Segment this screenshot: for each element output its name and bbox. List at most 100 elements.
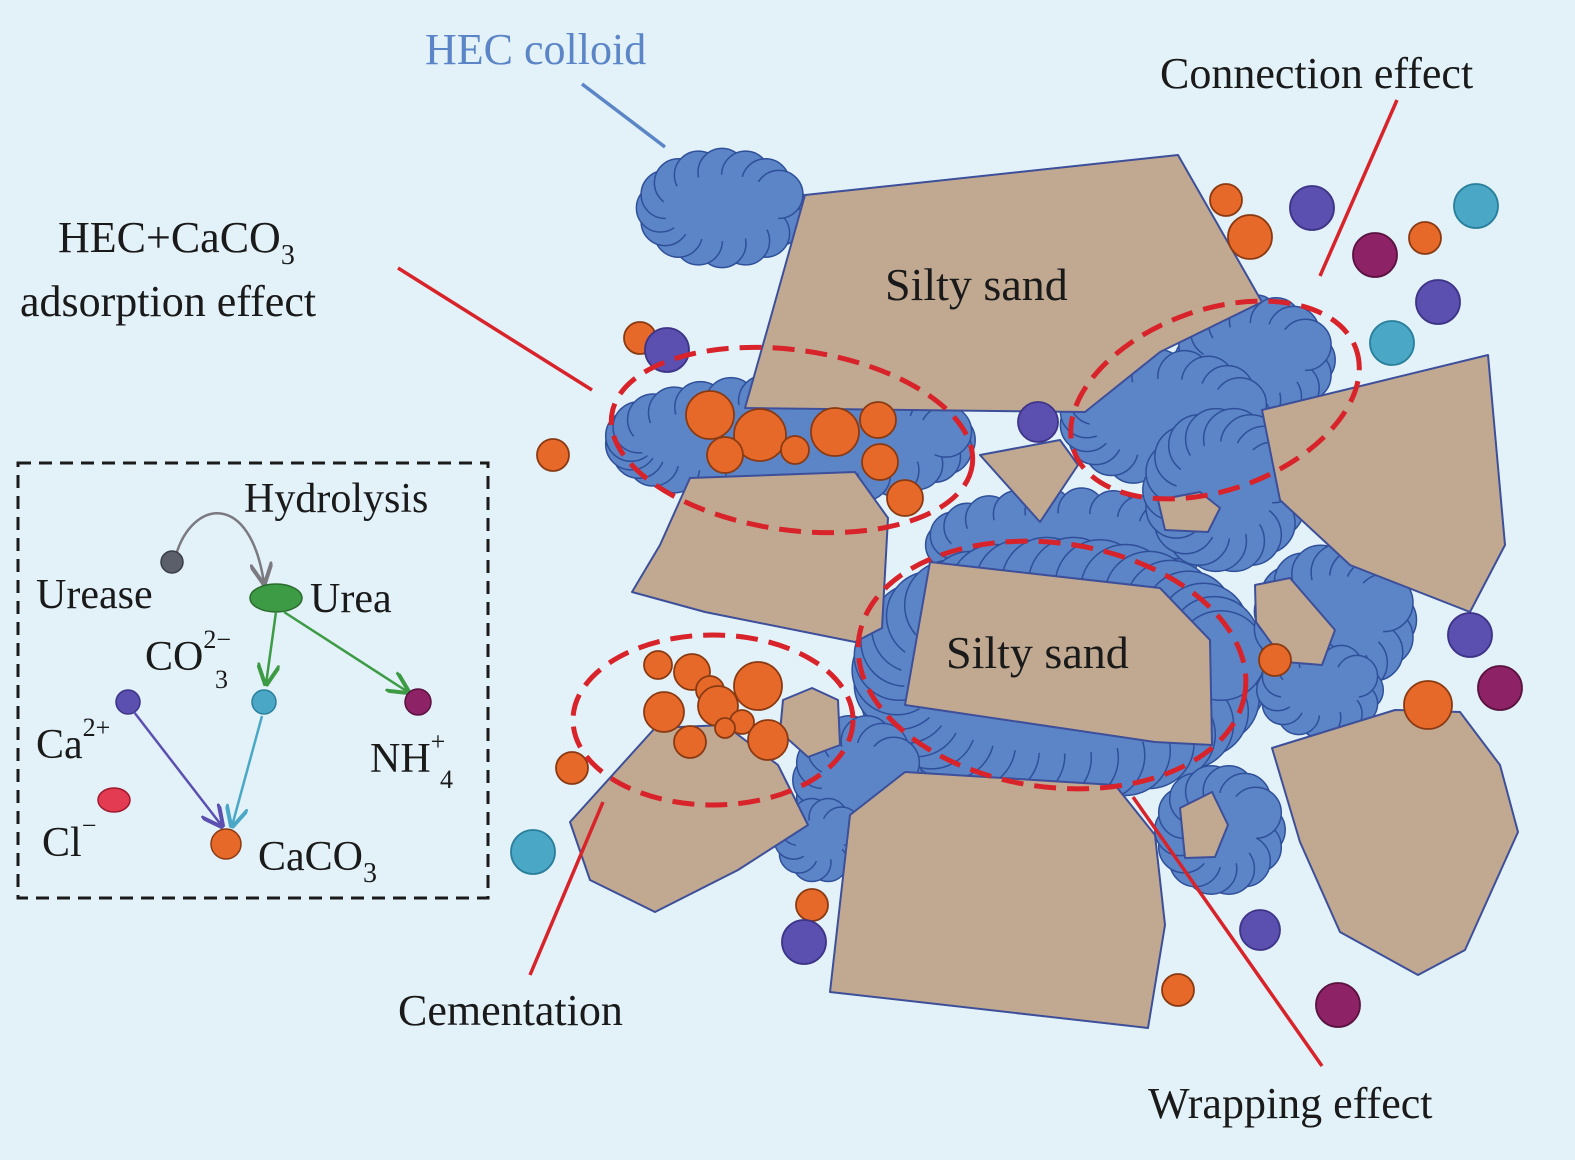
- caco3-particle: [706, 436, 744, 474]
- ammonium-particle: [1315, 982, 1361, 1028]
- caco3-particle: [1209, 183, 1243, 217]
- caco3-particle: [643, 691, 685, 733]
- sand-grain: [744, 154, 1263, 413]
- caco3-particle: [714, 717, 736, 739]
- calcium-particle: [1017, 401, 1059, 443]
- sand-grain: [829, 771, 1166, 1029]
- calcium-sup: 2+: [83, 713, 111, 742]
- connection-highlight: [1068, 298, 1362, 502]
- hec-core: [1279, 664, 1361, 716]
- caco3-label: CaCO3: [258, 834, 377, 889]
- ammonium-dot: [404, 688, 432, 716]
- caco3-particle: [733, 408, 787, 462]
- sand-grain: [1179, 791, 1229, 859]
- caco3-particle: [685, 390, 735, 440]
- adsorption-highlight: [608, 344, 976, 536]
- ion-particles: [510, 183, 1523, 1028]
- hec-core: [662, 174, 782, 242]
- hec-core: [795, 818, 845, 862]
- wrapping-highlight: [855, 538, 1249, 792]
- adsorption-label-line1: HEC+CaCO3: [58, 213, 295, 271]
- caco3-particle: [1258, 643, 1292, 677]
- caco3-particle: [1227, 214, 1273, 260]
- caco3-dot: [210, 828, 242, 860]
- calcium-base: Ca: [36, 722, 83, 768]
- urease-label: Urease: [36, 572, 153, 618]
- caco3-particle: [861, 443, 899, 481]
- caco3-sub: 3: [363, 858, 377, 889]
- caco3-particle: [795, 888, 829, 922]
- ammonium-sup: +: [431, 727, 446, 756]
- hec-colloid-pointer: [580, 82, 667, 149]
- chloride-base: Cl: [42, 820, 82, 866]
- chloride-dot: [97, 787, 131, 813]
- hec-colloid: [635, 147, 809, 269]
- sand-grain: [1261, 354, 1506, 613]
- adsorption-label-base: HEC+CaCO: [58, 213, 281, 262]
- hydrolysis-label: Hydrolysis: [244, 476, 428, 522]
- calcium-particle: [1447, 612, 1493, 658]
- carbonate-base: CO: [145, 634, 203, 680]
- hydrolysis-arrow: [174, 512, 264, 583]
- wrapping-callout-line: [1131, 795, 1324, 1068]
- ammonium-particle: [1477, 665, 1523, 711]
- carbonate-to-caco3-arrow: [232, 715, 264, 826]
- sand-grain: [904, 561, 1213, 746]
- caco3-particle: [780, 435, 810, 465]
- carbonate-sup: 2−: [203, 625, 231, 654]
- caco3-particle: [536, 438, 570, 472]
- calcium-particle: [781, 919, 827, 965]
- ammonium-particle: [1352, 232, 1398, 278]
- silty-sand-middle-label: Silty sand: [946, 627, 1129, 678]
- callout-lines: [397, 99, 1399, 1068]
- urea-dot: [249, 583, 303, 613]
- chloride-sup: −: [82, 811, 97, 840]
- calcium-particle: [1415, 279, 1461, 325]
- carbonate-particle: [510, 829, 556, 875]
- connection-callout-line: [1318, 99, 1399, 277]
- sand-grain: [1157, 491, 1221, 533]
- caco3-base: CaCO: [258, 834, 363, 880]
- sand-grain: [979, 439, 1079, 523]
- caco3-particle: [643, 650, 673, 680]
- adsorption-label-line2: adsorption effect: [20, 277, 316, 326]
- cementation-highlight: [570, 632, 856, 808]
- caco3-particle: [886, 479, 924, 517]
- calcium-to-caco3-arrow: [133, 711, 222, 826]
- sand-grain: [779, 687, 841, 758]
- calcium-particle: [1289, 185, 1335, 231]
- reaction-legend: Hydrolysis Urease Urea CO2− 3 NH+ 4 Ca2+…: [16, 461, 490, 900]
- caco3-particle: [810, 407, 860, 457]
- ammonium-sub: 4: [440, 765, 453, 794]
- ammonium-label: NH+: [370, 727, 445, 782]
- sand-grains: [569, 154, 1519, 1029]
- carbonate-sub: 3: [215, 665, 228, 694]
- calcium-dot: [115, 689, 141, 715]
- caco3-particle: [1408, 221, 1442, 255]
- caco3-particle: [555, 751, 589, 785]
- cementation-callout-line: [528, 801, 605, 976]
- effect-highlights: [570, 298, 1362, 808]
- caco3-particle: [733, 661, 783, 711]
- adsorption-callout-line: [397, 266, 593, 392]
- caco3-particle: [673, 725, 707, 759]
- silty-sand-top-label: Silty sand: [885, 259, 1068, 310]
- urease-dot: [160, 550, 184, 574]
- connection-effect-label: Connection effect: [1160, 49, 1473, 98]
- caco3-particle: [859, 401, 897, 439]
- urea-to-carbonate-arrow: [266, 611, 276, 684]
- carbonate-label: CO2−: [145, 625, 231, 680]
- calcium-particle: [644, 327, 690, 373]
- cementation-label: Cementation: [398, 986, 623, 1035]
- sand-grain: [631, 471, 889, 643]
- caco3-particle: [1403, 680, 1453, 730]
- ammonium-base: NH: [370, 736, 431, 782]
- wrapping-effect-label: Wrapping effect: [1148, 1079, 1433, 1128]
- carbonate-particle: [1453, 183, 1499, 229]
- adsorption-label-sub: 3: [281, 240, 295, 271]
- legend-frame: [16, 461, 490, 900]
- calcium-label: Ca2+: [36, 713, 110, 768]
- caco3-particle: [1161, 973, 1195, 1007]
- caco3-particle: [747, 719, 789, 761]
